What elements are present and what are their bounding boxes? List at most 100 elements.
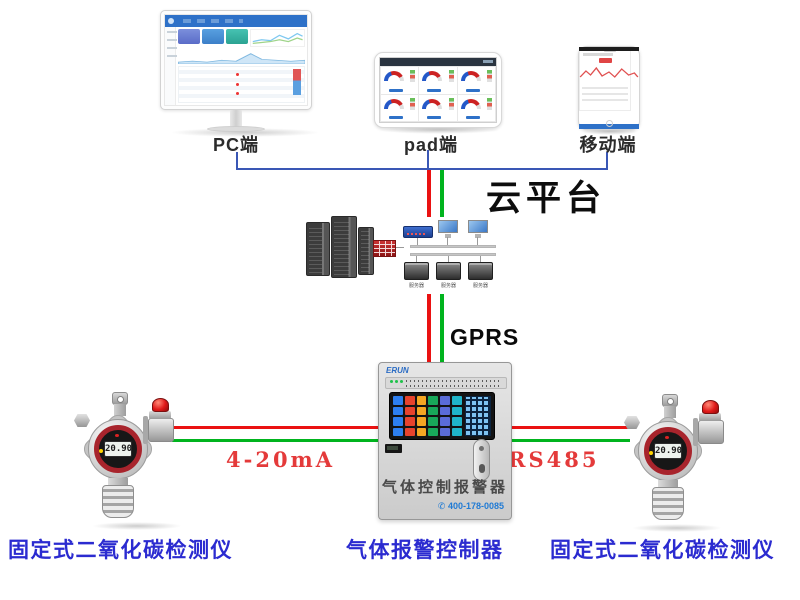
phone-number: 400-178-0085: [447, 501, 504, 511]
service-phone: ✆ 400-178-0085: [438, 501, 504, 512]
server-icon: [404, 262, 429, 280]
right-bus-green-line: [512, 439, 630, 442]
gauge-icon: [460, 71, 481, 83]
cable-gland: [74, 414, 90, 427]
pc-stub-line: [236, 152, 238, 168]
left-detector-shadow: [92, 522, 182, 530]
channel-status-matrix: [465, 396, 491, 436]
pad-stub-line: [427, 150, 429, 168]
phone-data-rows: [582, 85, 628, 101]
dashboard-sidebar: [165, 27, 177, 105]
pc-label: PC端: [212, 135, 259, 155]
dashboard-nav-tabs: [183, 19, 243, 23]
alarm-beacon-icon: [152, 398, 169, 412]
controller-touchscreen: [389, 392, 495, 440]
cloud-server-cluster: 服务器 服务器 服务器: [300, 212, 510, 307]
pad-screen: [379, 57, 497, 123]
phone-icon: ✆: [437, 501, 446, 511]
server-label: 服务器: [408, 283, 424, 289]
sensor-cylinder: [652, 487, 684, 520]
monitor-base: [207, 126, 265, 132]
mini-display: [385, 444, 402, 453]
workstation-icon: [438, 220, 458, 238]
pc-dashboard-header: [165, 15, 307, 27]
phone-shadow: [582, 128, 638, 135]
door-handle: [473, 439, 490, 481]
co2-detector-right: 20.90: [620, 392, 730, 532]
phone-speaker: [604, 50, 616, 52]
right-signal-label: RS485: [508, 447, 600, 472]
mobile-label: 移动端: [579, 135, 637, 155]
sensor-cylinder: [102, 485, 134, 518]
gauge-icon: [460, 98, 481, 111]
server-rack-icon: [358, 227, 374, 275]
cable-gland: [624, 416, 640, 429]
cloud-bus-line: [236, 168, 608, 170]
button-icon: [99, 449, 103, 453]
gas-alarm-controller: ERUN 气体控制报警器 ✆ 400-178-0085: [378, 362, 512, 520]
left-bus-red-line: [172, 426, 378, 429]
server-label: 服务器: [440, 283, 456, 289]
gauge-icon: [384, 71, 404, 83]
pc-dashboard-screen: [164, 14, 308, 106]
controller-nameplate: 气体控制报警器: [381, 479, 508, 496]
keyhole-icon: [479, 464, 485, 473]
pc-shadow: [170, 128, 320, 137]
uplink-green-line: [440, 170, 444, 217]
touchscreen-app-grid: [393, 396, 462, 436]
server-icon: [436, 262, 461, 280]
phone-screen: [579, 47, 639, 129]
server-label: 服务器: [472, 283, 488, 289]
left-bus-green-line: [172, 439, 378, 442]
status-led-icon: [115, 434, 119, 437]
monitor-stand: [230, 110, 242, 126]
pc-monitor-frame: [160, 10, 312, 110]
pc-terminal: [160, 10, 312, 132]
mobile-stub-line: [606, 152, 608, 168]
detector-reading: 20.90: [654, 443, 682, 459]
gauge-icon: [384, 98, 404, 111]
gprs-label: GPRS: [450, 324, 520, 350]
cloud-platform-title: 云平台: [486, 178, 607, 219]
workstation-icon: [468, 220, 488, 238]
gauge-grid: [380, 66, 496, 122]
right-bus-red-line: [512, 426, 630, 429]
co2-detector-left: 20.90: [70, 390, 180, 530]
detector-face: 20.90: [94, 425, 142, 473]
alarm-beacon-icon: [702, 400, 719, 414]
dashboard-stacked-bar: [293, 69, 301, 95]
led-indicator-strip: [385, 377, 507, 389]
gprs-red-line: [427, 294, 431, 364]
gprs-green-line: [440, 294, 444, 364]
right-detector-caption: 固定式二氧化碳检测仪: [550, 539, 775, 562]
left-signal-label: 4-20mA: [226, 447, 336, 472]
home-button: [606, 120, 613, 127]
junction-arm: [698, 420, 724, 444]
button-icon: [649, 451, 653, 455]
dashboard-area-chart: [177, 53, 305, 64]
left-detector-caption: 固定式二氧化碳检测仪: [8, 539, 233, 562]
gauge-icon: [422, 98, 443, 111]
firewall-icon: [373, 240, 396, 257]
mounting-tab: [112, 392, 128, 405]
server-rack-icon: [306, 222, 330, 276]
pad-app-header: [380, 58, 496, 66]
alert-badge: [599, 58, 612, 63]
pad-terminal: [374, 52, 502, 128]
pad-label: pad端: [403, 135, 458, 155]
network-bus-bar: [410, 245, 496, 248]
detector-reading: 20.90: [104, 441, 132, 457]
right-detector-shadow: [632, 524, 722, 532]
server-icon: [468, 262, 493, 280]
dashboard-stat-cards: [177, 29, 305, 47]
uplink-red-line: [427, 170, 431, 217]
status-led-icon: [665, 436, 669, 439]
router-icon: [403, 226, 433, 238]
dashboard-line-chart: [249, 29, 305, 47]
phone-trend-chart: [579, 66, 639, 78]
pad-shadow: [378, 126, 500, 134]
gauge-icon: [422, 71, 443, 83]
controller-caption: 气体报警控制器: [346, 539, 504, 562]
server-rack-icon: [331, 216, 357, 278]
